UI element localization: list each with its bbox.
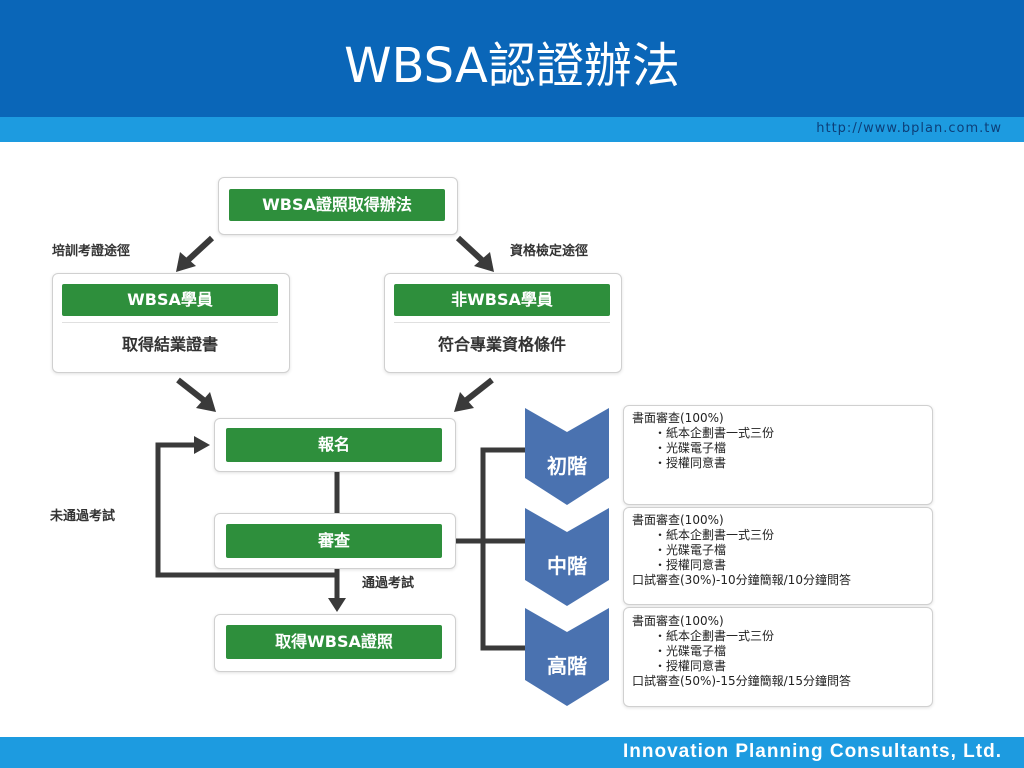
right-box-divider [394,322,610,323]
company-name: Innovation Planning Consultants, Ltd. [623,741,1002,762]
level-detail-1: 書面審查(100%) ・紙本企劃書一式三份 ・光碟電子檔 ・授權同意書 [632,411,774,471]
right-box-header: 非WBSA學員 [394,284,610,316]
level-detail-box-2 [623,507,933,605]
slide-header [0,0,1024,117]
slide-title: WBSA認證辦法 [344,38,680,94]
review-label: 審查 [226,524,442,558]
chevron-shape-1 [525,408,609,505]
left-box-body: 取得結業證書 [121,335,218,354]
level-name-1: 初階 [547,454,587,478]
detail-bullet: ・光碟電子檔 [654,441,727,455]
level-name-2: 中階 [547,554,587,578]
fail-loop-arrowhead [194,436,210,454]
detail-line: 書面審查(100%) [632,411,724,425]
detail-bullet: ・光碟電子檔 [654,543,727,557]
fail-label: 未通過考試 [50,509,116,524]
path-left-label: 培訓考證途徑 [52,244,131,259]
pass-label: 通過考試 [362,576,415,591]
detail-bullet: ・紙本企劃書一式三份 [654,629,775,643]
detail-line: 書面審查(100%) [632,614,724,628]
detail-line: 書面審查(100%) [632,513,724,527]
top-box-label: WBSA證照取得辦法 [229,189,445,221]
detail-bullet: ・授權同意書 [654,558,727,572]
path-right-label: 資格檢定途徑 [510,244,589,259]
detail-bullet: ・授權同意書 [654,659,727,673]
register-label: 報名 [226,428,442,462]
arrow-to-left-path [176,235,215,272]
left-box-divider [62,322,278,323]
level-detail-box-1 [623,405,933,505]
level-detail-2: 書面審查(100%) ・紙本企劃書一式三份 ・光碟電子檔 ・授權同意書 口試審查… [632,513,851,588]
fail-loop-line [155,442,337,578]
detail-extra: 口試審查(50%)-15分鐘簡報/15分鐘問答 [632,674,851,688]
arrow-to-right-path [455,235,494,272]
obtain-label: 取得WBSA證照 [226,625,442,659]
detail-bullet: ・紙本企劃書一式三份 [654,528,775,542]
detail-bullet: ・光碟電子檔 [654,644,727,658]
level-name-3: 高階 [547,654,587,678]
levels-bracket [480,447,530,651]
detail-bullet: ・授權同意書 [654,456,727,470]
level-detail-3: 書面審查(100%) ・紙本企劃書一式三份 ・光碟電子檔 ・授權同意書 口試審查… [632,614,851,689]
header-strip [0,117,1024,142]
chevron-shape-2 [525,508,609,606]
chevron-shape-3 [525,608,609,706]
right-box-body: 符合專業資格條件 [437,335,566,354]
arrow-left-to-register [176,377,216,412]
obtain-arrowhead [328,598,346,612]
level-detail-box-3 [623,607,933,707]
arrow-right-to-register [454,377,494,412]
left-box-header: WBSA學員 [62,284,278,316]
detail-bullet: ・紙本企劃書一式三份 [654,426,775,440]
detail-extra: 口試審查(30%)-10分鐘簡報/10分鐘問答 [632,573,851,587]
website-url: http://www.bplan.com.tw [816,121,1002,136]
slide-footer [0,737,1024,768]
